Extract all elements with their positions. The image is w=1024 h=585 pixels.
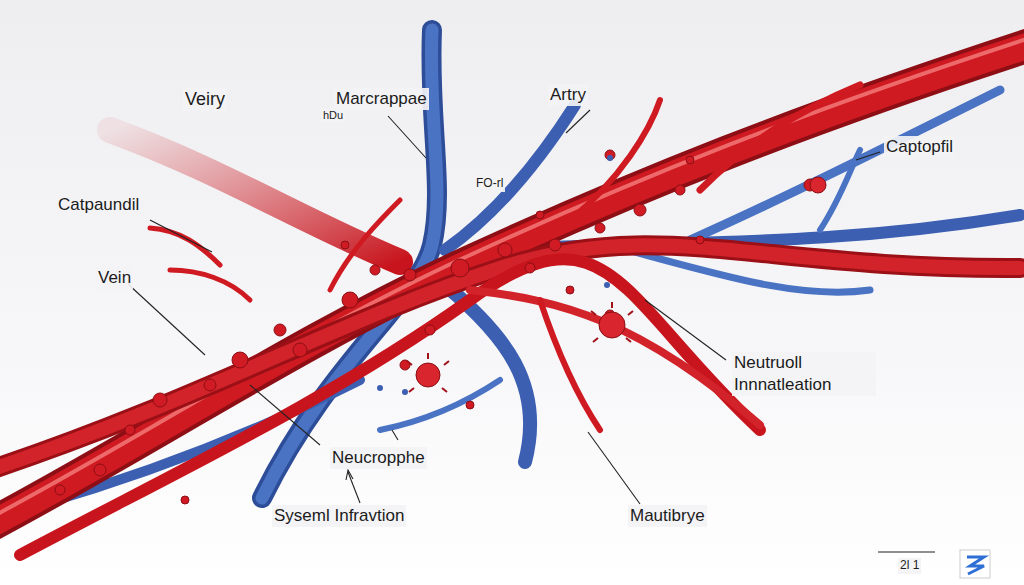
blood-cells bbox=[55, 150, 816, 504]
arrow-tip bbox=[346, 470, 353, 480]
vessel-label: Veiry bbox=[183, 88, 227, 111]
vessel-label: Catpaundil bbox=[56, 194, 141, 216]
vessel-label: FO-rl bbox=[474, 176, 505, 192]
vessel-label: Marcrappae bbox=[334, 88, 429, 110]
vessel-label: Syseml Infravtion bbox=[272, 505, 406, 527]
vessel-label: Neucropphe bbox=[330, 447, 427, 469]
vessel-label: hDu bbox=[321, 108, 345, 122]
logo bbox=[960, 550, 990, 578]
vessel-label: Captopfil bbox=[884, 136, 955, 158]
vessel-label: 2l 1 bbox=[898, 558, 921, 574]
faded-vessel bbox=[110, 130, 400, 262]
vessel-label: Vein bbox=[96, 267, 133, 289]
vessel-label: Mautibrye bbox=[628, 505, 707, 527]
arteries bbox=[0, 38, 1024, 555]
vessel-label: Neutruoll Innnatleation bbox=[732, 352, 876, 396]
leader-lines bbox=[128, 110, 935, 552]
vessel-label: Artry bbox=[548, 84, 588, 106]
